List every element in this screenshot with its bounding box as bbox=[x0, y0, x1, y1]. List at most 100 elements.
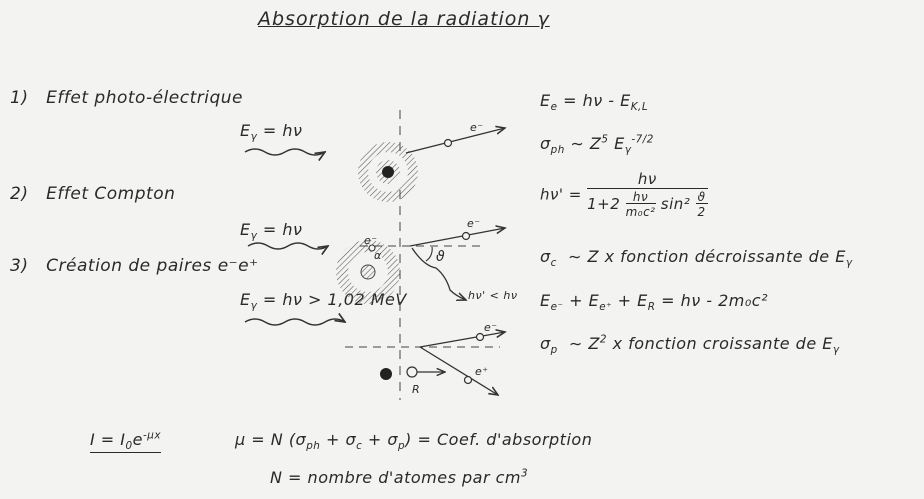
fch-den: 1+2 hν m₀c² sin² ϑ 2 bbox=[587, 189, 708, 219]
label-theta: ϑ bbox=[436, 249, 446, 265]
label-electron-2: e⁻ bbox=[467, 217, 481, 230]
fat-sub: 0 bbox=[125, 440, 133, 453]
fch-half-den: 2 bbox=[697, 205, 706, 219]
fpe-lhs-sub: e bbox=[550, 101, 558, 114]
photoelectric-atom bbox=[358, 142, 418, 202]
compton-atom-electron bbox=[368, 244, 376, 252]
fpen-sub1: e⁻ bbox=[550, 301, 564, 314]
compton-scattered-photon bbox=[411, 247, 466, 300]
photon-wave-1 bbox=[244, 148, 325, 155]
section-3-energy-sub: γ bbox=[250, 300, 258, 313]
section-2-name: Effet Compton bbox=[46, 184, 176, 204]
compton-electron bbox=[461, 231, 471, 241]
fch-inner-den: m₀c² bbox=[625, 205, 656, 219]
fcs-sigma: σ bbox=[540, 247, 551, 266]
fpen-sub3: R bbox=[647, 301, 656, 314]
section-2-heading: 2) Effet Compton bbox=[10, 186, 175, 203]
pair-positron bbox=[463, 375, 473, 385]
fmu-rhs: ) = Coef. d'absorption bbox=[405, 430, 593, 449]
label-electron-1: e⁻ bbox=[470, 121, 484, 134]
fmu-text: μ = N (σ bbox=[235, 430, 307, 449]
fch-num: hν bbox=[587, 172, 708, 189]
fps2-sigma: σ bbox=[540, 334, 551, 353]
label-electron-3: e⁻ bbox=[484, 321, 498, 334]
fch-half-num: ϑ bbox=[695, 190, 708, 204]
fpen-e2: E bbox=[588, 291, 600, 310]
photon-wave-3 bbox=[244, 319, 345, 326]
fch-inner-fraction: hν m₀c² bbox=[625, 191, 656, 219]
fat-lhs: I = I bbox=[90, 430, 126, 449]
fps2-text-b: x fonction croissante de E bbox=[612, 334, 833, 353]
fn-exp: 3 bbox=[521, 467, 529, 480]
formula-n: N = nombre d'atomes par cm3 bbox=[270, 467, 529, 487]
formula-photo-cross-section: σph ∼ Z5 Eγ-7/2 bbox=[540, 133, 654, 155]
section-2-energy: Eγ = hν bbox=[240, 220, 303, 242]
section-1-energy-sub: γ bbox=[250, 131, 258, 144]
pair-electron-track bbox=[419, 332, 505, 348]
fpe-lhs: E bbox=[540, 91, 551, 110]
fch-den-post: sin² bbox=[660, 195, 691, 213]
compton-atom bbox=[336, 240, 400, 304]
fpe-rhs: = hν - E bbox=[563, 91, 631, 110]
formula-photo-electron-energy: Ee = hν - EK,L bbox=[540, 91, 648, 113]
formula-pair-cross-section: σp ∼ Z2 x fonction croissante de Eγ bbox=[540, 333, 840, 355]
label-scattered-photon: hν' < hν bbox=[468, 289, 518, 302]
fpen-rhs: = hν - 2m₀c² bbox=[661, 291, 768, 310]
compton-electron-track bbox=[409, 228, 505, 247]
fmu-ph: ph bbox=[306, 440, 321, 453]
pair-nucleus bbox=[380, 368, 392, 380]
formula-mu: μ = N (σph + σc + σp) = Coef. d'absorpti… bbox=[235, 430, 593, 453]
fat-e: e bbox=[132, 430, 143, 449]
fpen-sub2: e⁺ bbox=[599, 301, 613, 314]
section-2-energy-e: E bbox=[240, 220, 251, 239]
section-1-energy-rhs: = hν bbox=[262, 121, 303, 140]
section-3-number: 3) bbox=[10, 256, 29, 276]
fch-inner-num: hν bbox=[625, 191, 656, 204]
fcs-e-sub: γ bbox=[845, 257, 853, 270]
fpen-e3: E bbox=[637, 291, 648, 310]
fps-e: E bbox=[614, 134, 625, 153]
compton-angle-arc bbox=[425, 246, 433, 262]
photoelectron bbox=[443, 138, 453, 148]
fps2-text-a: ∼ Z bbox=[568, 334, 600, 353]
section-2-energy-sub: γ bbox=[250, 230, 258, 243]
fat-exp: -μx bbox=[142, 429, 161, 442]
section-1-number: 1) bbox=[10, 88, 29, 108]
fcs-text: ∼ Z x fonction décroissante de E bbox=[568, 247, 846, 266]
fps-sigma: σ bbox=[540, 134, 551, 153]
pair-electron bbox=[475, 332, 485, 342]
label-positron-3: e⁺ bbox=[475, 365, 489, 378]
formula-compton-energy: hν' = hν 1+2 hν m₀c² sin² ϑ 2 bbox=[540, 172, 708, 218]
section-2-energy-rhs: = hν bbox=[262, 220, 303, 239]
section-2-number: 2) bbox=[10, 184, 29, 204]
section-3-name: Création de paires bbox=[46, 256, 212, 276]
fch-half-fraction: ϑ 2 bbox=[695, 190, 708, 219]
fpe-rhs-sub: K,L bbox=[630, 101, 649, 114]
fps-z-exp: 5 bbox=[601, 133, 609, 146]
label-atom-electron-2: e⁻ bbox=[364, 234, 378, 247]
section-1-heading: 1) Effet photo-électrique bbox=[10, 90, 243, 107]
fn-text: N = nombre d'atomes par cm bbox=[270, 468, 522, 487]
fps2-sigma-sub: p bbox=[550, 344, 558, 357]
fcs-sigma-sub: c bbox=[550, 257, 557, 270]
fps-e-exp: -7/2 bbox=[631, 133, 654, 146]
fmu-c: c bbox=[356, 440, 363, 453]
fps2-z-exp: 2 bbox=[599, 333, 607, 346]
label-alpha: α bbox=[374, 249, 382, 262]
page-title: Absorption de la radiation γ bbox=[258, 8, 550, 30]
fmu-p: p bbox=[398, 440, 406, 453]
section-1-energy: Eγ = hν bbox=[240, 121, 303, 143]
pair-recoil-nucleus bbox=[406, 366, 418, 378]
fpen-e1: E bbox=[540, 291, 551, 310]
section-3-energy-e: E bbox=[240, 290, 251, 309]
section-1-name: Effet photo-électrique bbox=[46, 88, 243, 108]
fps-sigma-sub: ph bbox=[550, 144, 565, 157]
fch-lhs: hν' = bbox=[540, 185, 582, 204]
photoelectron-track bbox=[405, 128, 505, 154]
fps2-e-sub: γ bbox=[832, 344, 840, 357]
section-3-heading: 3) Création de paires e⁻e⁺ bbox=[10, 258, 259, 275]
pair-positron-track bbox=[419, 346, 498, 395]
fps-e-sub: γ bbox=[624, 144, 632, 157]
